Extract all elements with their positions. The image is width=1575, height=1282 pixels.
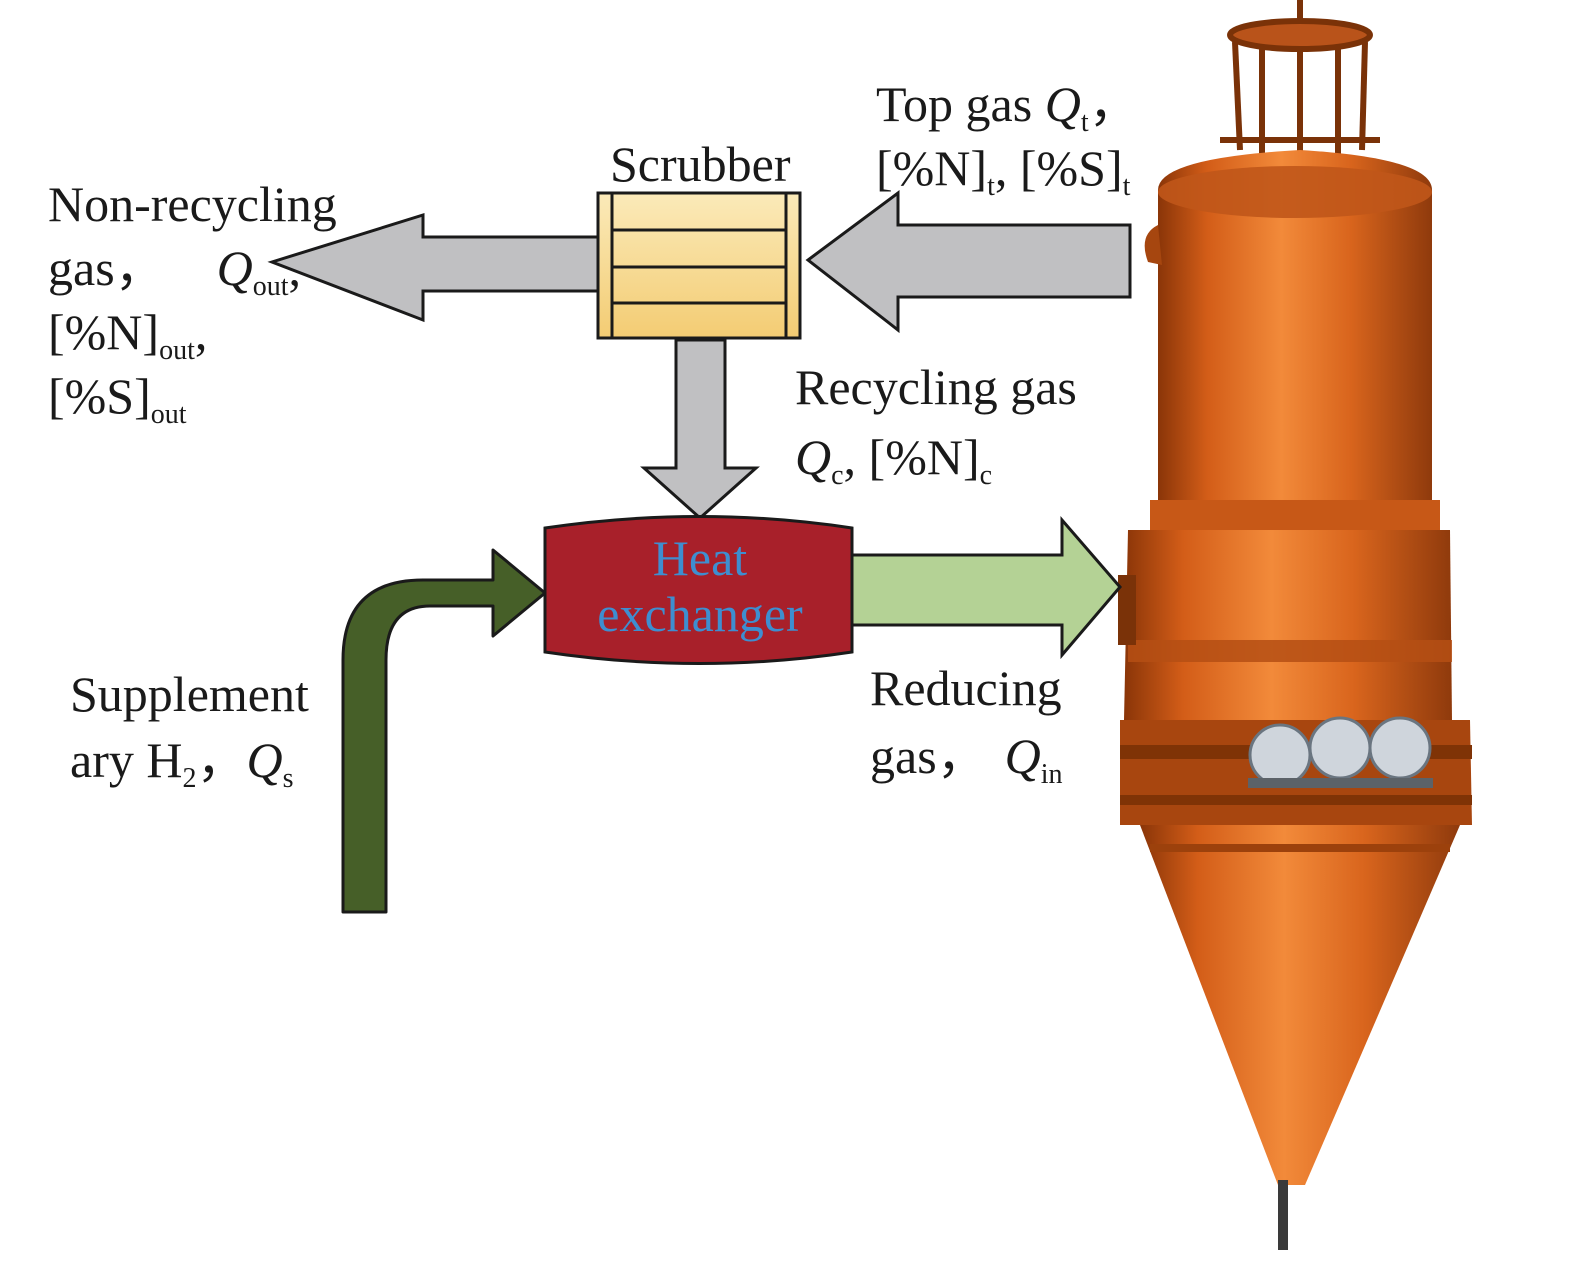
furnace-upper-shell [1158,150,1432,512]
supplementary-h2-pipe [341,548,547,914]
heat-exchanger-label-line2: exchanger [597,586,803,642]
supplementary-label-line1: Supplement [70,666,309,722]
scrubber-label: Scrubber [610,136,791,192]
heat-exchanger-icon [543,515,854,665]
non-recycling-gas-arrow [267,212,600,323]
scrubber-unit-icon [596,191,802,340]
non-recycling-label-line1: Non-recycling [48,176,337,232]
non-recycling-label-line2: gas，Qout, [48,240,302,302]
furnace-middle-shell [1124,530,1452,720]
shaft-furnace-illustration [1118,0,1472,1250]
reducing-label-line1: Reducing [870,660,1062,716]
recycling-gas-label: Recycling gas Qc, [%N]c [795,355,1077,491]
top-gas-label-line2: [%N]t, [%S]t [876,140,1131,202]
non-recycling-label-line4: [%S]out [48,368,187,430]
furnace-hoist [1220,0,1380,162]
supplementary-h2-label: Supplement ary H2，Qs [70,662,309,794]
furnace-discharge-units [1248,716,1432,787]
heat-exchanger-label-line1: Heat [652,530,748,586]
supplementary-label-line2: ary H2，Qs [70,732,294,794]
top-gas-label: Top gas Qt， [%N]t, [%S]t [876,72,1139,202]
reducing-gas-arrow [850,515,1122,660]
non-recycling-gas-label: Non-recycling gas，Qout, [%N]out, [%S]out [48,172,337,430]
top-gas-arrow [805,190,1132,334]
heat-exchanger-label: Heat exchanger [540,530,860,642]
reducing-gas-label: Reducing gas，Qin [870,656,1063,790]
non-recycling-label-line3: [%N]out, [48,304,208,366]
recycling-gas-arrow [640,338,760,521]
furnace-cone [1140,825,1460,1185]
recycling-label-line1: Recycling gas [795,359,1077,415]
reducing-label-line2: gas，Qin [870,728,1063,790]
top-gas-label-line1: Top gas Qt， [876,76,1139,138]
recycling-label-line2: Qc, [%N]c [795,429,993,491]
